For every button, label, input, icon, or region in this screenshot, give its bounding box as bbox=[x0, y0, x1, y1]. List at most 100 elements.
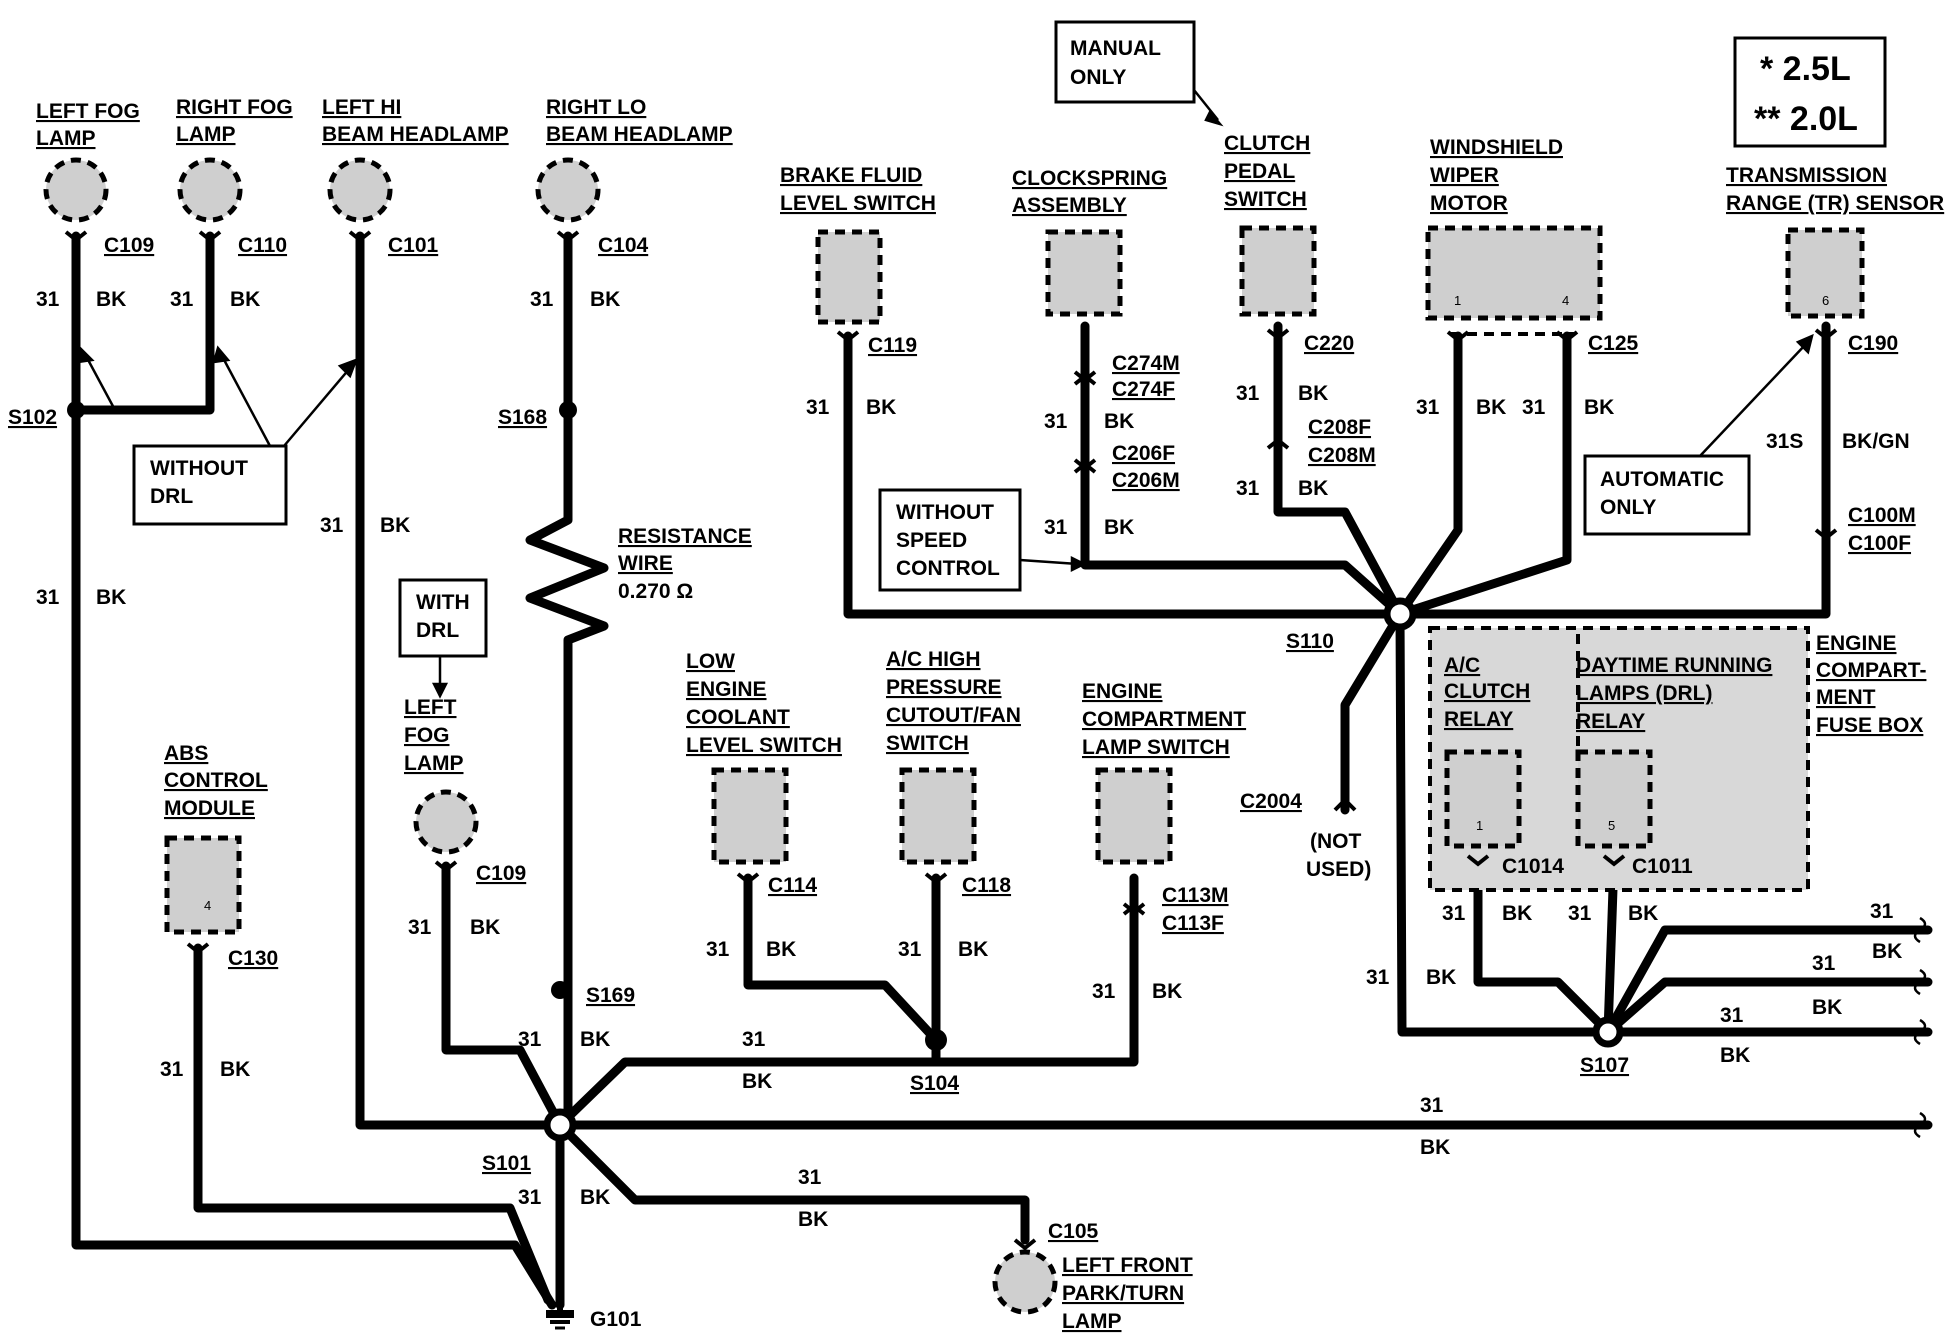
break-mark bbox=[1913, 1018, 1927, 1046]
conn-c220: C220 bbox=[1304, 332, 1354, 355]
label-low-coolant-1: LOW bbox=[686, 650, 735, 673]
wire-label: BK bbox=[1872, 940, 1902, 963]
wire-label: 31 bbox=[320, 514, 344, 537]
pin-relay-5: 5 bbox=[1608, 818, 1615, 833]
connector-c2004 bbox=[1333, 797, 1357, 812]
label-park-lamp-3: LAMP bbox=[1062, 1310, 1122, 1333]
wire-label: BK bbox=[1584, 396, 1614, 419]
splice-s110-ring bbox=[1383, 597, 1417, 631]
connector-marks bbox=[64, 230, 1838, 1251]
label-wiper-3: MOTOR bbox=[1430, 192, 1508, 215]
conn-c100-2: C100F bbox=[1848, 532, 1911, 555]
splice-s104-dot bbox=[925, 1029, 947, 1051]
wire-label: BK bbox=[1104, 410, 1134, 433]
wire-label: BK bbox=[1720, 1044, 1750, 1067]
wire-label: BK bbox=[958, 938, 988, 961]
connector-c206 bbox=[1073, 458, 1097, 474]
label-brake-fluid-1: BRAKE FLUID bbox=[780, 164, 922, 187]
wire-label: BK bbox=[1298, 382, 1328, 405]
pin-wiper-1: 1 bbox=[1454, 293, 1461, 308]
wire-label: 31 bbox=[1236, 477, 1260, 500]
wire-label: 31 bbox=[1870, 900, 1894, 923]
conn-c208-1: C208F bbox=[1308, 416, 1371, 439]
wire-clockspring bbox=[1080, 321, 1405, 619]
note-without-speed-2: SPEED bbox=[896, 529, 967, 552]
conn-c274-2: C274F bbox=[1112, 378, 1175, 401]
label-ac-high-3: CUTOUT/FAN bbox=[886, 704, 1021, 727]
wire-clutch-switch bbox=[1273, 321, 1405, 619]
wire-s107-out2 bbox=[1603, 977, 1933, 1037]
label-park-lamp-2: PARK/TURN bbox=[1062, 1282, 1184, 1305]
conn-c1014: C1014 bbox=[1502, 855, 1564, 878]
connector-c109b bbox=[434, 860, 458, 873]
label-tr-sensor-2: RANGE (TR) SENSOR bbox=[1726, 192, 1944, 215]
with-drl-box bbox=[398, 578, 488, 658]
connector-c119 bbox=[836, 330, 860, 343]
brake-fluid-switch-box bbox=[815, 229, 883, 325]
note-with-drl-2: DRL bbox=[416, 619, 459, 642]
label-ac-clutch-relay-1: A/C bbox=[1444, 654, 1480, 677]
label-ac-high-2: PRESSURE bbox=[886, 676, 1002, 699]
wire-label: BK bbox=[766, 938, 796, 961]
label-wiper-2: WIPER bbox=[1430, 164, 1499, 187]
conn-c206-1: C206F bbox=[1112, 442, 1175, 465]
wire-label: BK bbox=[1426, 966, 1456, 989]
label-fuse-box-3: MENT bbox=[1816, 686, 1876, 709]
wire-label: BK bbox=[1628, 902, 1658, 925]
note-manual-only-1: MANUAL bbox=[1070, 37, 1161, 60]
wire-label: BK bbox=[220, 1058, 250, 1081]
connector-c100 bbox=[1814, 528, 1838, 541]
splice-s102-dot bbox=[67, 401, 85, 419]
wire-label: 31 bbox=[898, 938, 922, 961]
wire-brake-fluid bbox=[843, 331, 1405, 619]
label-ac-clutch-relay-3: RELAY bbox=[1444, 708, 1513, 731]
label-resistance-3: 0.270 Ω bbox=[618, 580, 693, 603]
wire-label: 31 bbox=[706, 938, 730, 961]
label-clutch-1: CLUTCH bbox=[1224, 132, 1310, 155]
wire-label: BK bbox=[1476, 396, 1506, 419]
wire-label: BK bbox=[230, 288, 260, 311]
conn-c118: C118 bbox=[962, 874, 1011, 897]
wire-label: 31 bbox=[1044, 516, 1068, 539]
label-brake-fluid-2: LEVEL SWITCH bbox=[780, 192, 936, 215]
note-without-speed-1: WITHOUT bbox=[896, 501, 994, 524]
wire-wiper-pin1 bbox=[1395, 331, 1463, 619]
splice-s101: S101 bbox=[482, 1152, 531, 1175]
conn-c125: C125 bbox=[1588, 332, 1639, 355]
conn-c190: C190 bbox=[1848, 332, 1898, 355]
label-ac-high-1: A/C HIGH bbox=[886, 648, 981, 671]
conn-c206-2: C206M bbox=[1112, 469, 1180, 492]
pin-wiper-4: 4 bbox=[1562, 293, 1569, 308]
wire-label: BK bbox=[1420, 1136, 1450, 1159]
wire-label: BK bbox=[1502, 902, 1532, 925]
wire-left-front-park bbox=[555, 1120, 1030, 1245]
wire-label: BK bbox=[866, 396, 896, 419]
wires bbox=[71, 231, 1933, 1310]
break-mark bbox=[1913, 1111, 1927, 1139]
connector-c190 bbox=[1814, 328, 1838, 341]
wire-continuation-marks bbox=[1913, 916, 1927, 1139]
conn-c208-2: C208M bbox=[1308, 444, 1376, 467]
connector-c101 bbox=[348, 230, 372, 243]
wire-label: BK bbox=[470, 916, 500, 939]
conn-c113-2: C113F bbox=[1162, 912, 1224, 935]
label-fuse-box-1: ENGINE bbox=[1816, 632, 1897, 655]
pin-abs-4: 4 bbox=[204, 898, 211, 913]
splice-marks bbox=[67, 401, 1624, 1142]
label-ac-high-4: SWITCH bbox=[886, 732, 969, 755]
ac-high-pressure-box bbox=[899, 767, 977, 865]
label-resistance-2: WIRE bbox=[618, 552, 673, 575]
wire-left-fog-drl bbox=[441, 861, 565, 1130]
connector-c125a bbox=[1446, 330, 1470, 343]
connector-c105 bbox=[1013, 1238, 1037, 1251]
abs-module-box bbox=[164, 835, 242, 935]
wire-label: 31 bbox=[742, 1028, 766, 1051]
splice-s101-ring bbox=[543, 1108, 577, 1142]
wire-label: BK bbox=[380, 514, 410, 537]
label-left-fog-drl-2: FOG bbox=[404, 724, 450, 747]
label-low-coolant-2: ENGINE bbox=[686, 678, 767, 701]
wire-abs-module bbox=[193, 943, 553, 1305]
conn-c1011: C1011 bbox=[1632, 855, 1693, 878]
note-without-drl-1: WITHOUT bbox=[150, 457, 248, 480]
note-automatic-only-1: AUTOMATIC bbox=[1600, 468, 1724, 491]
